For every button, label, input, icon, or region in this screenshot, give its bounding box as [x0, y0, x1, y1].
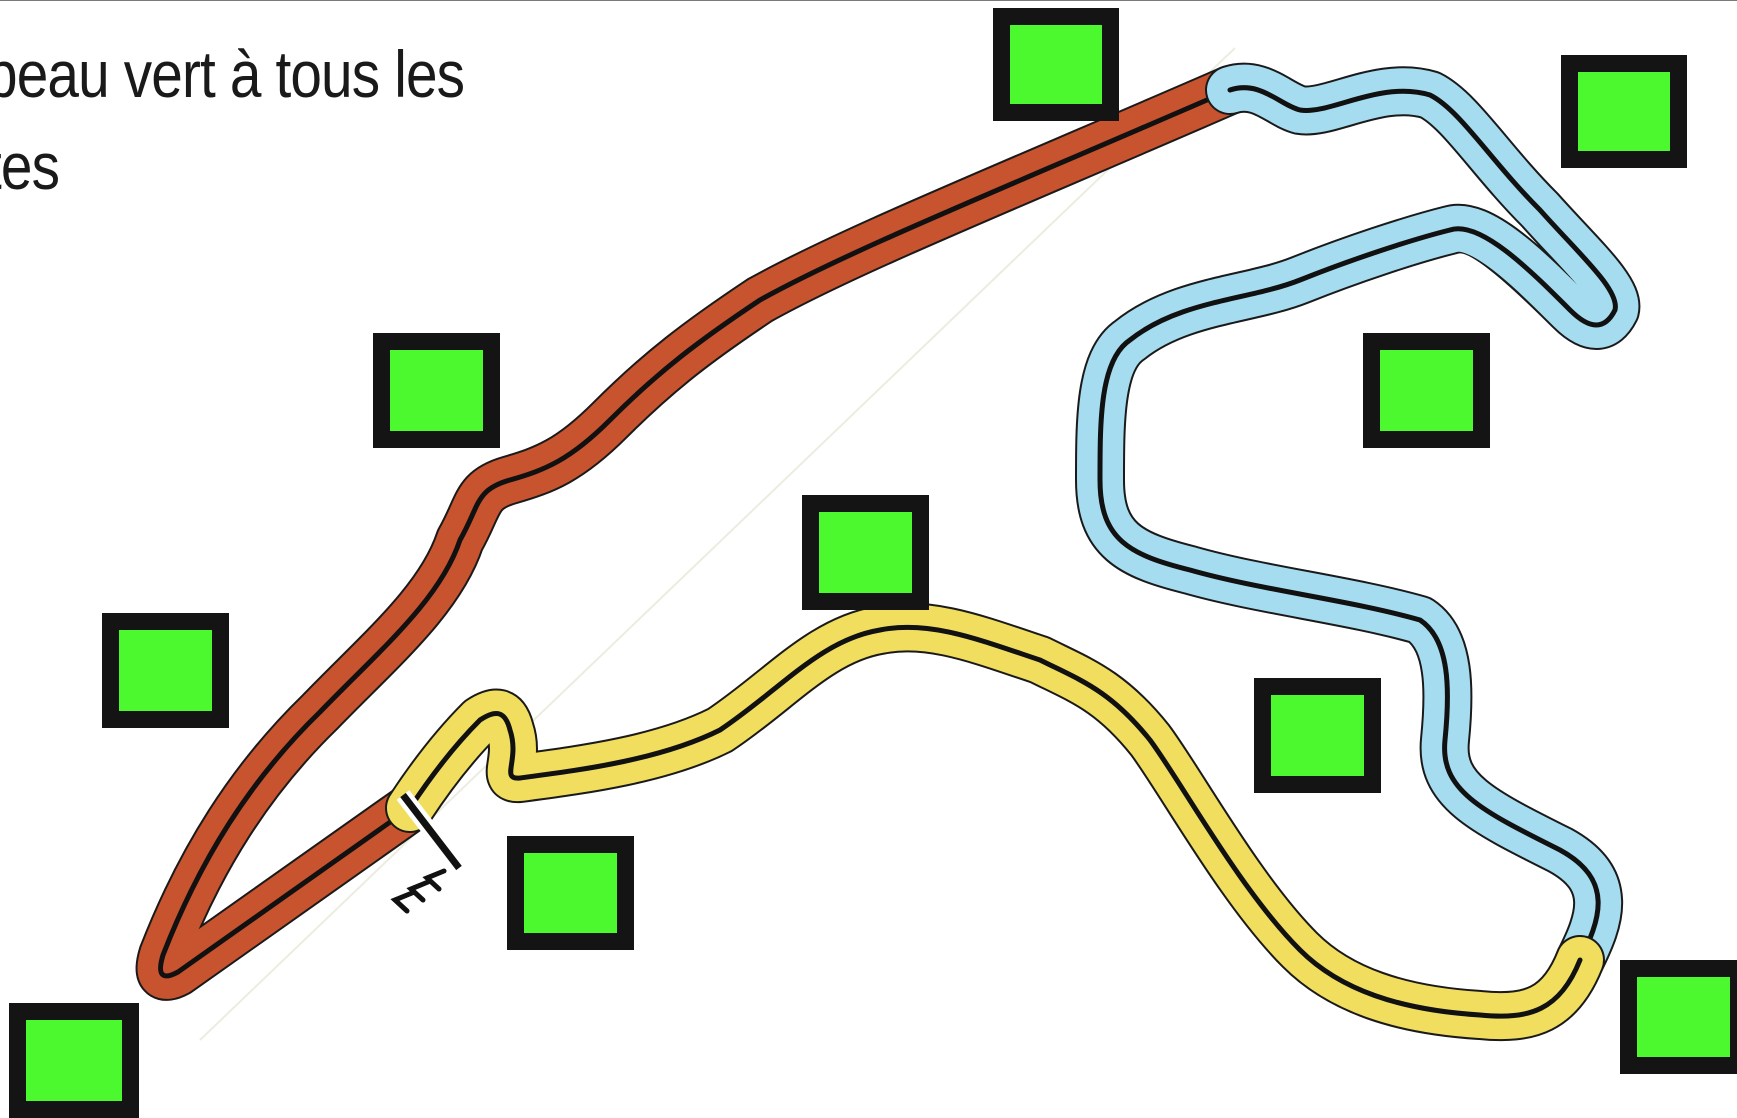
- green-flag-icon: [1620, 960, 1737, 1074]
- sector-2: [1075, 62, 1641, 985]
- racing-line-sector-1: [158, 87, 1233, 979]
- title-line-2: tes: [0, 129, 60, 203]
- racing-line-sector-2: [1097, 85, 1618, 963]
- green-flag-icon: [102, 613, 229, 728]
- sector-1-band: [137, 67, 1253, 999]
- sector-3-band: [387, 604, 1603, 1040]
- sector-2-band: [1077, 64, 1639, 983]
- title-line-1: peau vert à tous les: [0, 37, 465, 111]
- green-flag-icon: [1363, 333, 1490, 448]
- green-flag-icon: [1561, 55, 1687, 168]
- green-flag-icon: [802, 495, 929, 610]
- green-flag-icon: [507, 836, 634, 950]
- racing-line-sector-3: [407, 624, 1583, 1019]
- green-flag-icon: [9, 1003, 139, 1118]
- slide-title: peau vert à tous les tes: [0, 28, 468, 212]
- green-flag-icon: [993, 8, 1119, 121]
- sector-1: [135, 65, 1255, 1001]
- green-flag-icon: [1254, 678, 1381, 793]
- direction-arrow-icon: [390, 868, 447, 914]
- track-limit-line: [199, 47, 1236, 1041]
- sector-3: [385, 602, 1605, 1042]
- top-border-line: [0, 0, 1737, 1]
- green-flag-icon: [373, 333, 500, 448]
- start-finish-line: [396, 790, 466, 873]
